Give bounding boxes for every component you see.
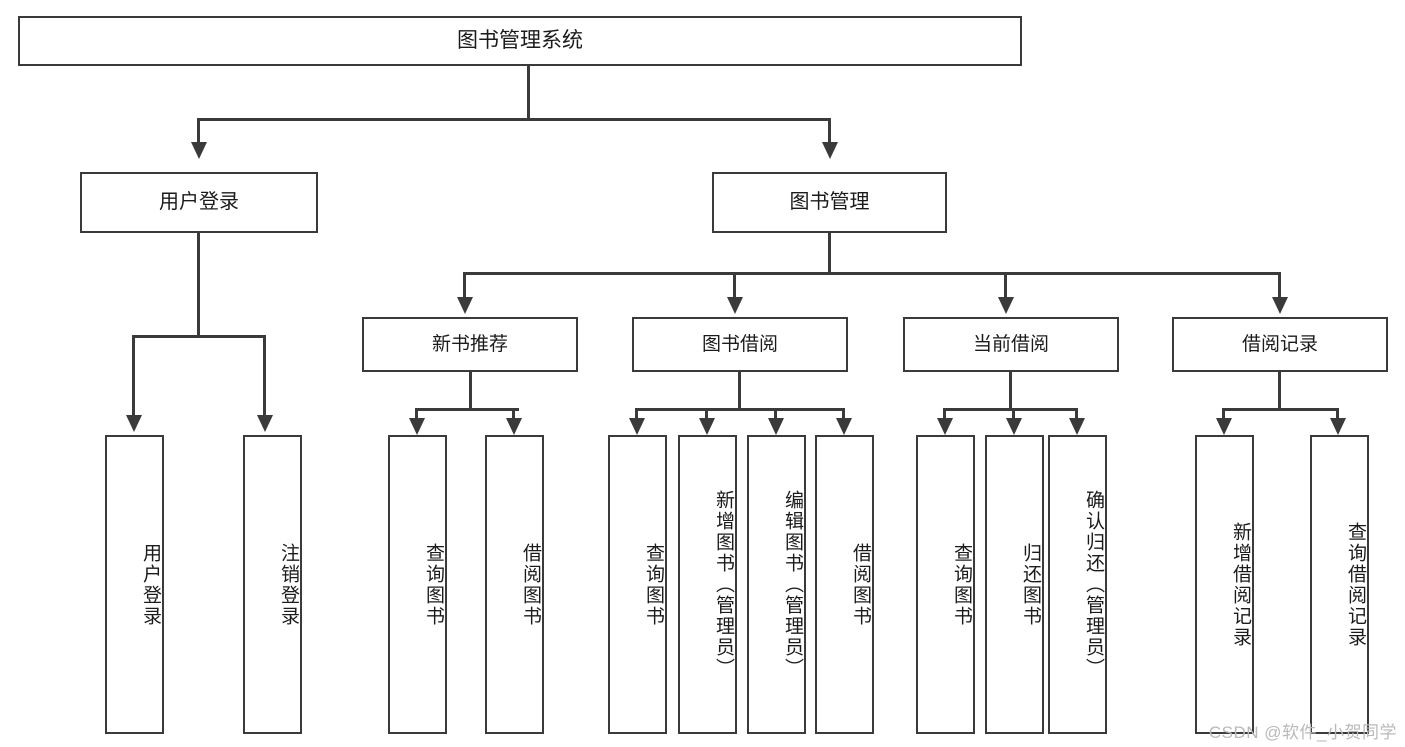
edge-records-to-leaf-2 bbox=[1336, 408, 1339, 420]
leaf-confirm-return-admin[interactable]: 确认归还（管理员） bbox=[1048, 435, 1107, 734]
edge-records-stem bbox=[1278, 372, 1281, 410]
leaf-return-books[interactable]: 归还图书 bbox=[985, 435, 1044, 734]
edge-newbook-to-leaf-1 bbox=[415, 408, 418, 420]
leaf-borrow-books[interactable]: 借阅图书 bbox=[815, 435, 874, 734]
edge-borrow-bus bbox=[635, 408, 843, 411]
edge-current-to-leaf-3 bbox=[1075, 408, 1078, 420]
edge-bookmgmt-to-new-books bbox=[463, 272, 466, 300]
edge-borrow-to-leaf-4 bbox=[842, 408, 845, 420]
leaf-logout[interactable]: 注销登录 bbox=[243, 435, 302, 734]
arrow-root-to-user-login bbox=[191, 142, 207, 159]
edge-newbook-bus bbox=[415, 408, 519, 411]
node-borrow-records[interactable]: 借阅记录 bbox=[1172, 317, 1388, 372]
edge-bookmgmt-to-borrow bbox=[733, 272, 736, 300]
edge-borrow-stem bbox=[738, 372, 741, 410]
arrow-bookmgmt-to-new-books bbox=[457, 297, 473, 314]
arrow-bookmgmt-to-borrow bbox=[727, 297, 743, 314]
node-label: 查询图书 bbox=[951, 542, 972, 627]
edge-bookmgmt-stem bbox=[828, 233, 831, 275]
arrow-userlogin-to-leaf-2 bbox=[257, 415, 273, 432]
node-book-management[interactable]: 图书管理 bbox=[712, 172, 947, 233]
edge-bookmgmt-to-records bbox=[1278, 272, 1281, 300]
node-label: 查询借阅记录 bbox=[1345, 521, 1366, 648]
edge-userlogin-to-leaf-1 bbox=[132, 335, 135, 417]
edge-current-to-leaf-1 bbox=[943, 408, 946, 420]
arrow-root-to-book-mgmt bbox=[822, 142, 838, 159]
node-label: 图书管理 bbox=[789, 191, 870, 213]
node-label: 注销登录 bbox=[278, 542, 299, 627]
arrow-borrow-to-leaf-4 bbox=[836, 418, 852, 435]
leaf-edit-book-admin[interactable]: 编辑图书（管理员） bbox=[747, 435, 806, 734]
arrow-bookmgmt-to-records bbox=[1272, 297, 1288, 314]
node-label: 新书推荐 bbox=[431, 333, 508, 355]
leaf-add-borrow-record[interactable]: 新增借阅记录 bbox=[1195, 435, 1254, 734]
arrow-current-to-leaf-2 bbox=[1006, 418, 1022, 435]
edge-records-to-leaf-1 bbox=[1222, 408, 1225, 420]
node-label: 查询图书 bbox=[423, 542, 444, 627]
node-root-system[interactable]: 图书管理系统 bbox=[18, 16, 1022, 66]
arrow-records-to-leaf-2 bbox=[1330, 418, 1346, 435]
node-label: 当前借阅 bbox=[972, 333, 1049, 355]
edge-borrow-to-leaf-3 bbox=[774, 408, 777, 420]
node-label: 借阅图书 bbox=[850, 542, 871, 627]
node-label: 归还图书 bbox=[1020, 542, 1041, 627]
arrow-borrow-to-leaf-3 bbox=[768, 418, 784, 435]
edge-current-to-leaf-2 bbox=[1012, 408, 1015, 420]
edge-root-to-book-mgmt bbox=[828, 118, 831, 145]
node-label: 图书借阅 bbox=[701, 333, 778, 355]
edge-bookmgmt-to-current bbox=[1004, 272, 1007, 300]
leaf-query-books-current[interactable]: 查询图书 bbox=[916, 435, 975, 734]
leaf-query-books-recommend[interactable]: 查询图书 bbox=[388, 435, 447, 734]
node-label: 确认归还（管理员） bbox=[1083, 490, 1104, 679]
edge-records-bus bbox=[1222, 408, 1338, 411]
edge-root-bus bbox=[197, 118, 831, 121]
node-label: 编辑图书（管理员） bbox=[782, 490, 803, 679]
arrow-current-to-leaf-1 bbox=[937, 418, 953, 435]
node-label: 新增图书（管理员） bbox=[713, 490, 734, 679]
arrow-records-to-leaf-1 bbox=[1216, 418, 1232, 435]
node-new-book-recommend[interactable]: 新书推荐 bbox=[362, 317, 578, 372]
edge-userlogin-stem bbox=[197, 233, 200, 337]
edge-current-stem bbox=[1009, 372, 1012, 410]
node-label: 用户登录 bbox=[159, 191, 239, 213]
leaf-query-borrow-record[interactable]: 查询借阅记录 bbox=[1310, 435, 1369, 734]
node-label: 图书管理系统 bbox=[457, 28, 583, 52]
leaf-query-books-borrow[interactable]: 查询图书 bbox=[608, 435, 667, 734]
node-book-borrow[interactable]: 图书借阅 bbox=[632, 317, 848, 372]
edge-newbook-stem bbox=[469, 372, 472, 410]
node-label: 新增借阅记录 bbox=[1230, 521, 1251, 648]
edge-root-stem bbox=[527, 66, 530, 119]
arrow-current-to-leaf-3 bbox=[1069, 418, 1085, 435]
leaf-add-book-admin[interactable]: 新增图书（管理员） bbox=[678, 435, 737, 734]
leaf-user-login[interactable]: 用户登录 bbox=[105, 435, 164, 734]
arrow-newbook-to-leaf-1 bbox=[409, 418, 425, 435]
node-label: 借阅图书 bbox=[520, 542, 541, 627]
edge-current-bus bbox=[943, 408, 1077, 411]
edge-bookmgmt-bus bbox=[463, 272, 1281, 275]
edge-root-to-user-login bbox=[197, 118, 200, 145]
edge-newbook-to-leaf-2 bbox=[512, 408, 515, 420]
edge-userlogin-bus bbox=[132, 335, 266, 338]
node-label: 查询图书 bbox=[643, 542, 664, 627]
arrow-borrow-to-leaf-1 bbox=[629, 418, 645, 435]
edge-borrow-to-leaf-1 bbox=[635, 408, 638, 420]
leaf-borrow-books-recommend[interactable]: 借阅图书 bbox=[485, 435, 544, 734]
edge-userlogin-to-leaf-2 bbox=[263, 335, 266, 417]
arrow-newbook-to-leaf-2 bbox=[506, 418, 522, 435]
node-user-login[interactable]: 用户登录 bbox=[80, 172, 318, 233]
node-label: 借阅记录 bbox=[1241, 333, 1318, 355]
arrow-bookmgmt-to-current bbox=[998, 297, 1014, 314]
edge-borrow-to-leaf-2 bbox=[705, 408, 708, 420]
watermark-text: CSDN @软件_小贺同学 bbox=[1208, 723, 1397, 742]
node-label: 用户登录 bbox=[140, 542, 161, 627]
node-current-borrow[interactable]: 当前借阅 bbox=[903, 317, 1119, 372]
arrow-borrow-to-leaf-2 bbox=[699, 418, 715, 435]
arrow-userlogin-to-leaf-1 bbox=[126, 415, 142, 432]
